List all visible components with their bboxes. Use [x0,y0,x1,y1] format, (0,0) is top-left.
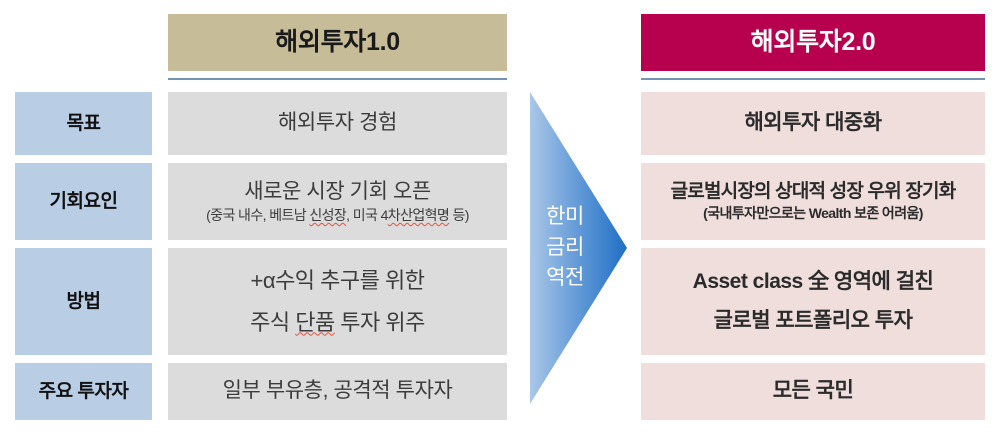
cell-left-opportunity: 새로운 시장 기회 오픈 (중국 내수, 베트남 신성장, 미국 4차산업혁명 … [168,163,507,240]
row-label-investors: 주요 투자자 [15,363,152,420]
cell-right-goal-text: 해외투자 대중화 [744,111,882,135]
column-header-overseas-investment-2: 해외투자2.0 [641,14,985,71]
sub-misspelling-2: 차산업혁명 [387,206,450,223]
sub-prefix: (중국 내수, 베트남 [206,206,310,223]
transition-arrow: 한미 금리 역전 [528,92,628,404]
cell-left-goal-text: 해외투자 경험 [278,111,397,135]
cell-right-opportunity-main: 글로벌시장의 상대적 성장 우위 장기화 [670,181,957,203]
row-label-method: 방법 [15,248,152,355]
cell-right-method-line1: Asset class 全 영역에 걸친 [692,270,934,294]
row-label-opportunity: 기회요인 [15,163,152,240]
cell-left-opportunity-main: 새로운 시장 기회 오픈 [244,179,431,203]
arrow-right-icon [530,92,627,404]
sub-suffix: 등) [449,206,469,223]
cell-left-method-line2: 주식 단품 투자 위주 [250,309,425,337]
column-header-overseas-investment-1: 해외투자1.0 [168,14,507,71]
method-misspelling: 단품 [295,309,335,335]
row-label-goal-text: 목표 [66,112,101,134]
row-label-investors-text: 주요 투자자 [38,380,129,402]
divider-left [168,78,507,80]
column-header-right-label: 해외투자2.0 [750,27,876,56]
cell-left-investors: 일부 부유층, 공격적 투자자 [168,363,507,420]
cell-right-method: Asset class 全 영역에 걸친 글로벌 포트폴리오 투자 [641,248,985,355]
row-label-opportunity-text: 기회요인 [49,190,118,212]
divider-right [641,78,985,80]
cell-right-opportunity: 글로벌시장의 상대적 성장 우위 장기화 (국내투자만으로는 Wealth 보존… [641,163,985,240]
row-label-method-text: 방법 [66,290,101,312]
cell-right-investors-text: 모든 국민 [772,379,854,403]
method-prefix: 주식 [250,309,296,335]
cell-left-opportunity-sub: (중국 내수, 베트남 신성장, 미국 4차산업혁명 등) [206,207,469,225]
cell-left-investors-text: 일부 부유층, 공격적 투자자 [222,379,453,403]
cell-right-goal: 해외투자 대중화 [641,92,985,155]
method-suffix: 투자 위주 [334,309,425,335]
column-header-left-label: 해외투자1.0 [275,27,400,56]
sub-misspelling-1: 신성장 [309,206,347,223]
cell-left-method: +α수익 추구를 위한 주식 단품 투자 위주 [168,248,507,355]
cell-right-method-line2: 글로벌 포트폴리오 투자 [713,308,913,332]
cell-left-method-line1: +α수익 추구를 위한 [250,268,425,293]
cell-right-opportunity-sub: (국내투자만으로는 Wealth 보존 어려움) [703,205,923,222]
sub-middle: , 미국 4 [346,206,388,223]
cell-right-investors: 모든 국민 [641,363,985,420]
row-label-goal: 목표 [15,92,152,155]
cell-left-goal: 해외투자 경험 [168,92,507,155]
